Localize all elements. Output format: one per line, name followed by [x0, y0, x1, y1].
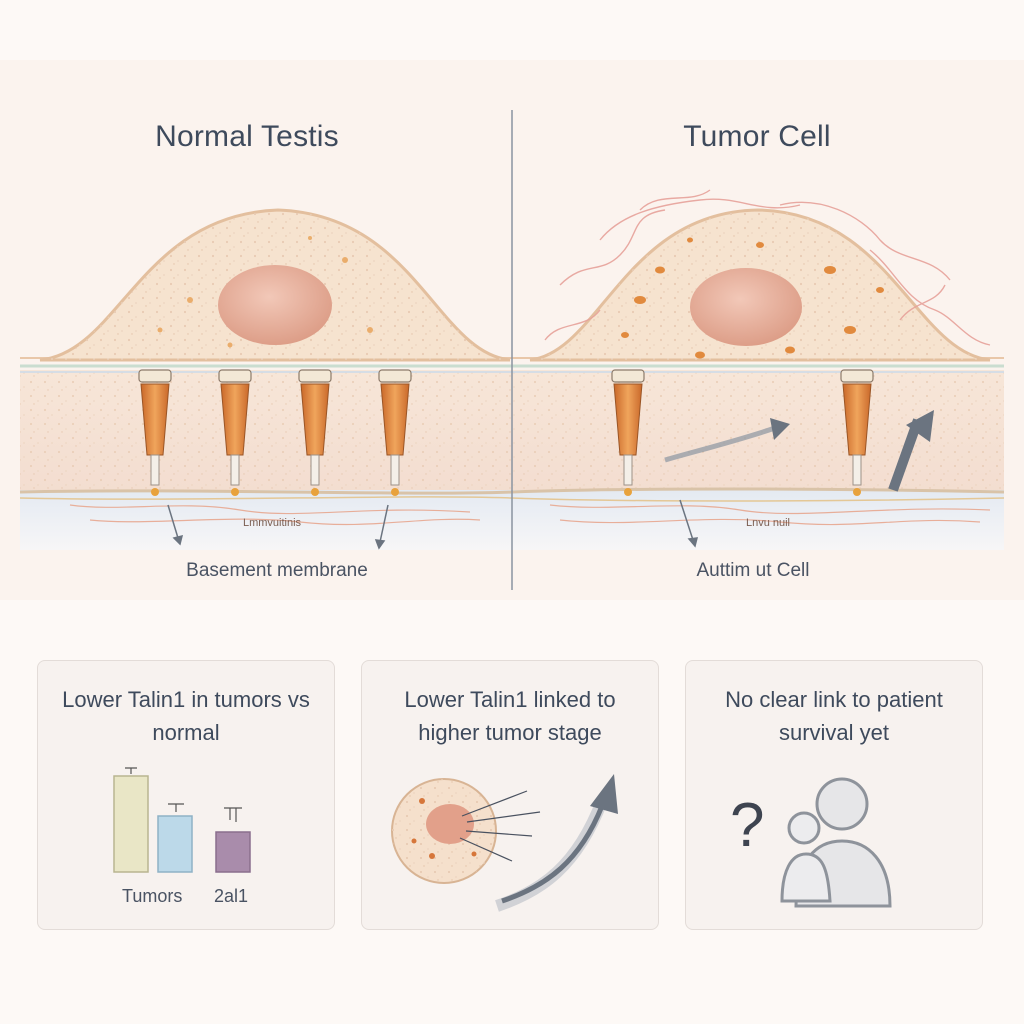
membrane-small-label-left: Lmmvuitinis — [243, 517, 302, 529]
tumor-progression-icon — [391, 774, 618, 912]
question-mark-icon: ? — [730, 791, 764, 860]
bar-label-second: 2al1 — [214, 886, 249, 906]
finding-card-survival: No clear link to patient survival yet ? — [685, 660, 983, 930]
talin-column — [378, 369, 412, 496]
talin-column — [298, 369, 332, 496]
migration-arrows — [664, 410, 934, 492]
finding-card-stage: Lower Talin1 linked to higher tumor stag… — [361, 660, 659, 930]
nucleus — [690, 268, 802, 346]
talin-column — [840, 369, 874, 496]
bar-normal — [113, 775, 149, 873]
membrane-label-tumor: Auttim ut Cell — [696, 560, 810, 581]
patient-icon: ? — [730, 777, 892, 908]
bar-label-tumors: Tumors — [122, 886, 183, 906]
cell-diagram: Lmmvuitinis Lnvu nuil — [19, 110, 1005, 590]
finding-card-expression: Lower Talin1 in tumors vs normal Tumors … — [37, 660, 335, 930]
card-title: Lower Talin1 in tumors vs normal — [62, 687, 310, 745]
panel-title-tumor: Tumor Cell — [683, 120, 831, 153]
talin-column — [611, 369, 645, 496]
card-title: No clear link to patient survival yet — [725, 687, 943, 745]
membrane-small-label-right: Lnvu nuil — [746, 517, 790, 529]
talin-column — [138, 369, 172, 496]
talin-column — [218, 369, 252, 496]
normal-cell — [39, 208, 511, 362]
panel-title-normal: Normal Testis — [155, 120, 339, 153]
card-title: Lower Talin1 linked to higher tumor stag… — [404, 687, 616, 745]
nucleus — [218, 265, 332, 345]
bar-tumor-1 — [157, 815, 193, 873]
tumor-cell — [529, 189, 991, 362]
bar-chart-icon — [113, 767, 251, 873]
bar-tumor-2 — [215, 831, 251, 873]
membrane-label-normal: Basement membrane — [186, 560, 368, 581]
